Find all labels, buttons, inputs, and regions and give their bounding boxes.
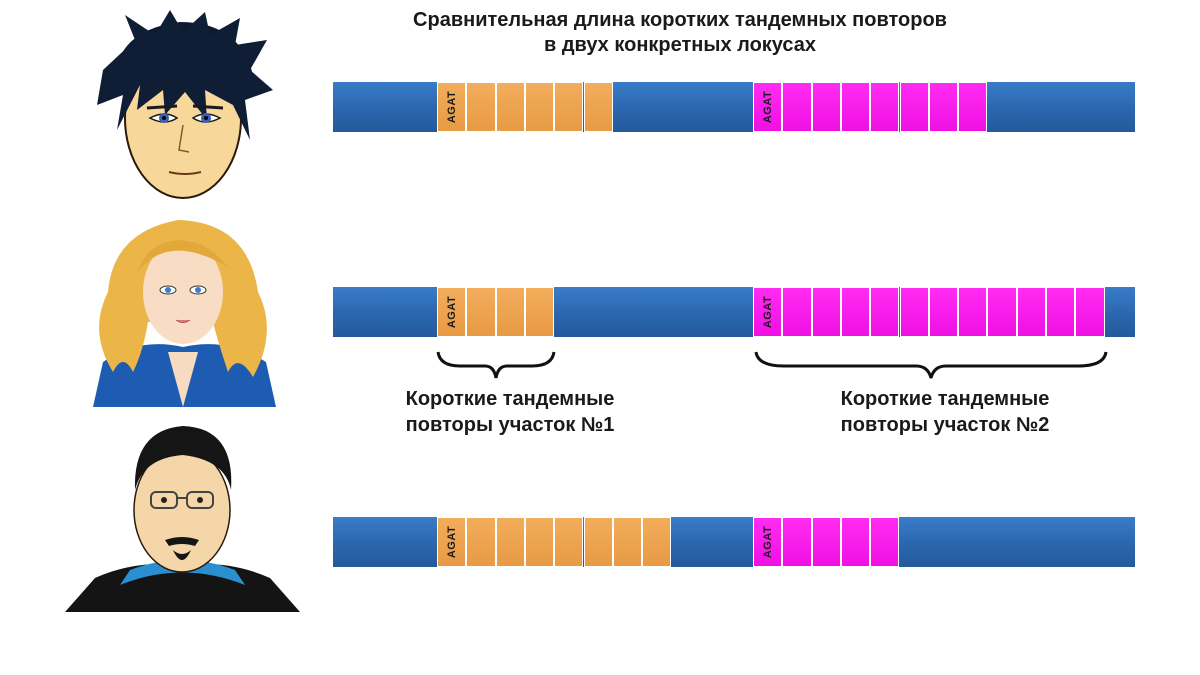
locus1-caption-line-1: Короткие тандемные [405,388,615,410]
locus1-repeat-unit [495,287,525,337]
locus2-repeat-unit [782,517,812,567]
locus2-repeat-unit [870,517,900,567]
locus2-repeat-unit [811,82,841,132]
locus1-repeat-unit: AGAT [437,287,467,337]
locus2-repeat-unit [782,287,812,337]
locus2-repeat-unit [840,287,871,337]
locus2-repeat-unit: AGAT [753,517,783,567]
title-line-1: Сравнительная длина коротких тандемных п… [413,9,947,31]
locus1-repeat-unit [524,82,555,132]
repeat-motif-label: AGAT [761,90,774,124]
locus1-repeat-unit [583,82,613,132]
title-line-2: в двух конкретных локусах [543,34,817,56]
locus2-caption-line-1: Короткие тандемные [840,388,1050,410]
locus2-repeat-unit: AGAT [753,287,783,337]
locus2-repeat-unit [958,287,988,337]
locus1-brace [436,351,556,379]
strand-1: AGAT AGAT [333,82,1135,132]
locus1-repeat-unit: AGAT [437,82,467,132]
man-dark-hair-face-icon [97,10,273,199]
locus1-repeat-unit: AGAT [437,517,467,567]
locus2-caption: Короткие тандемные повторы участок №2 [800,386,1090,438]
locus2-repeat-unit [1075,287,1105,337]
locus1-repeat-unit [583,517,613,567]
locus1-repeat-unit [642,517,672,567]
locus1-repeat-unit [495,517,525,567]
locus2-repeat-unit [870,82,900,132]
locus1-repeat-unit [524,517,555,567]
locus1-repeat-unit [524,287,555,337]
locus2-repeat-unit [811,287,841,337]
strand-2: AGAT AGAT [333,287,1135,337]
locus1-caption: Короткие тандемные повторы участок №1 [370,386,650,438]
locus2-repeat-unit [840,82,871,132]
locus2-repeat-unit [782,82,812,132]
repeat-motif-label: AGAT [761,525,774,559]
repeat-motif-label: AGAT [445,295,458,329]
locus1-repeat-unit [466,287,496,337]
locus2-repeat-unit [840,517,871,567]
locus2-repeat-unit [899,287,929,337]
repeat-motif-label: AGAT [761,295,774,329]
locus2-repeat-unit [870,287,900,337]
locus2-caption-line-2: повторы участок №2 [840,414,1050,436]
locus2-repeat-unit [958,82,988,132]
locus1-caption-line-2: повторы участок №1 [405,414,615,436]
locus2-repeat-unit [987,287,1017,337]
locus2-repeat-unit [811,517,841,567]
locus2-repeat-unit [1016,287,1046,337]
repeat-motif-label: AGAT [445,90,458,124]
locus1-repeat-unit [495,82,525,132]
locus2-repeat-unit [928,82,959,132]
diagram-title: Сравнительная длина коротких тандемных п… [330,8,1030,58]
locus2-repeat-unit [899,82,929,132]
strand-3: AGAT AGAT [333,517,1135,567]
locus1-repeat-unit [612,517,643,567]
locus1-repeat-unit [554,517,584,567]
locus1-repeat-unit [466,517,496,567]
locus1-repeat-unit [554,82,584,132]
repeat-motif-label: AGAT [445,525,458,559]
locus2-brace [754,351,1108,379]
locus2-repeat-unit [1046,287,1076,337]
man-glasses-goatee-face-icon [65,426,300,612]
woman-blonde-face-icon [93,220,276,407]
locus1-repeat-unit [466,82,496,132]
locus2-repeat-unit [928,287,959,337]
locus2-repeat-unit: AGAT [753,82,783,132]
